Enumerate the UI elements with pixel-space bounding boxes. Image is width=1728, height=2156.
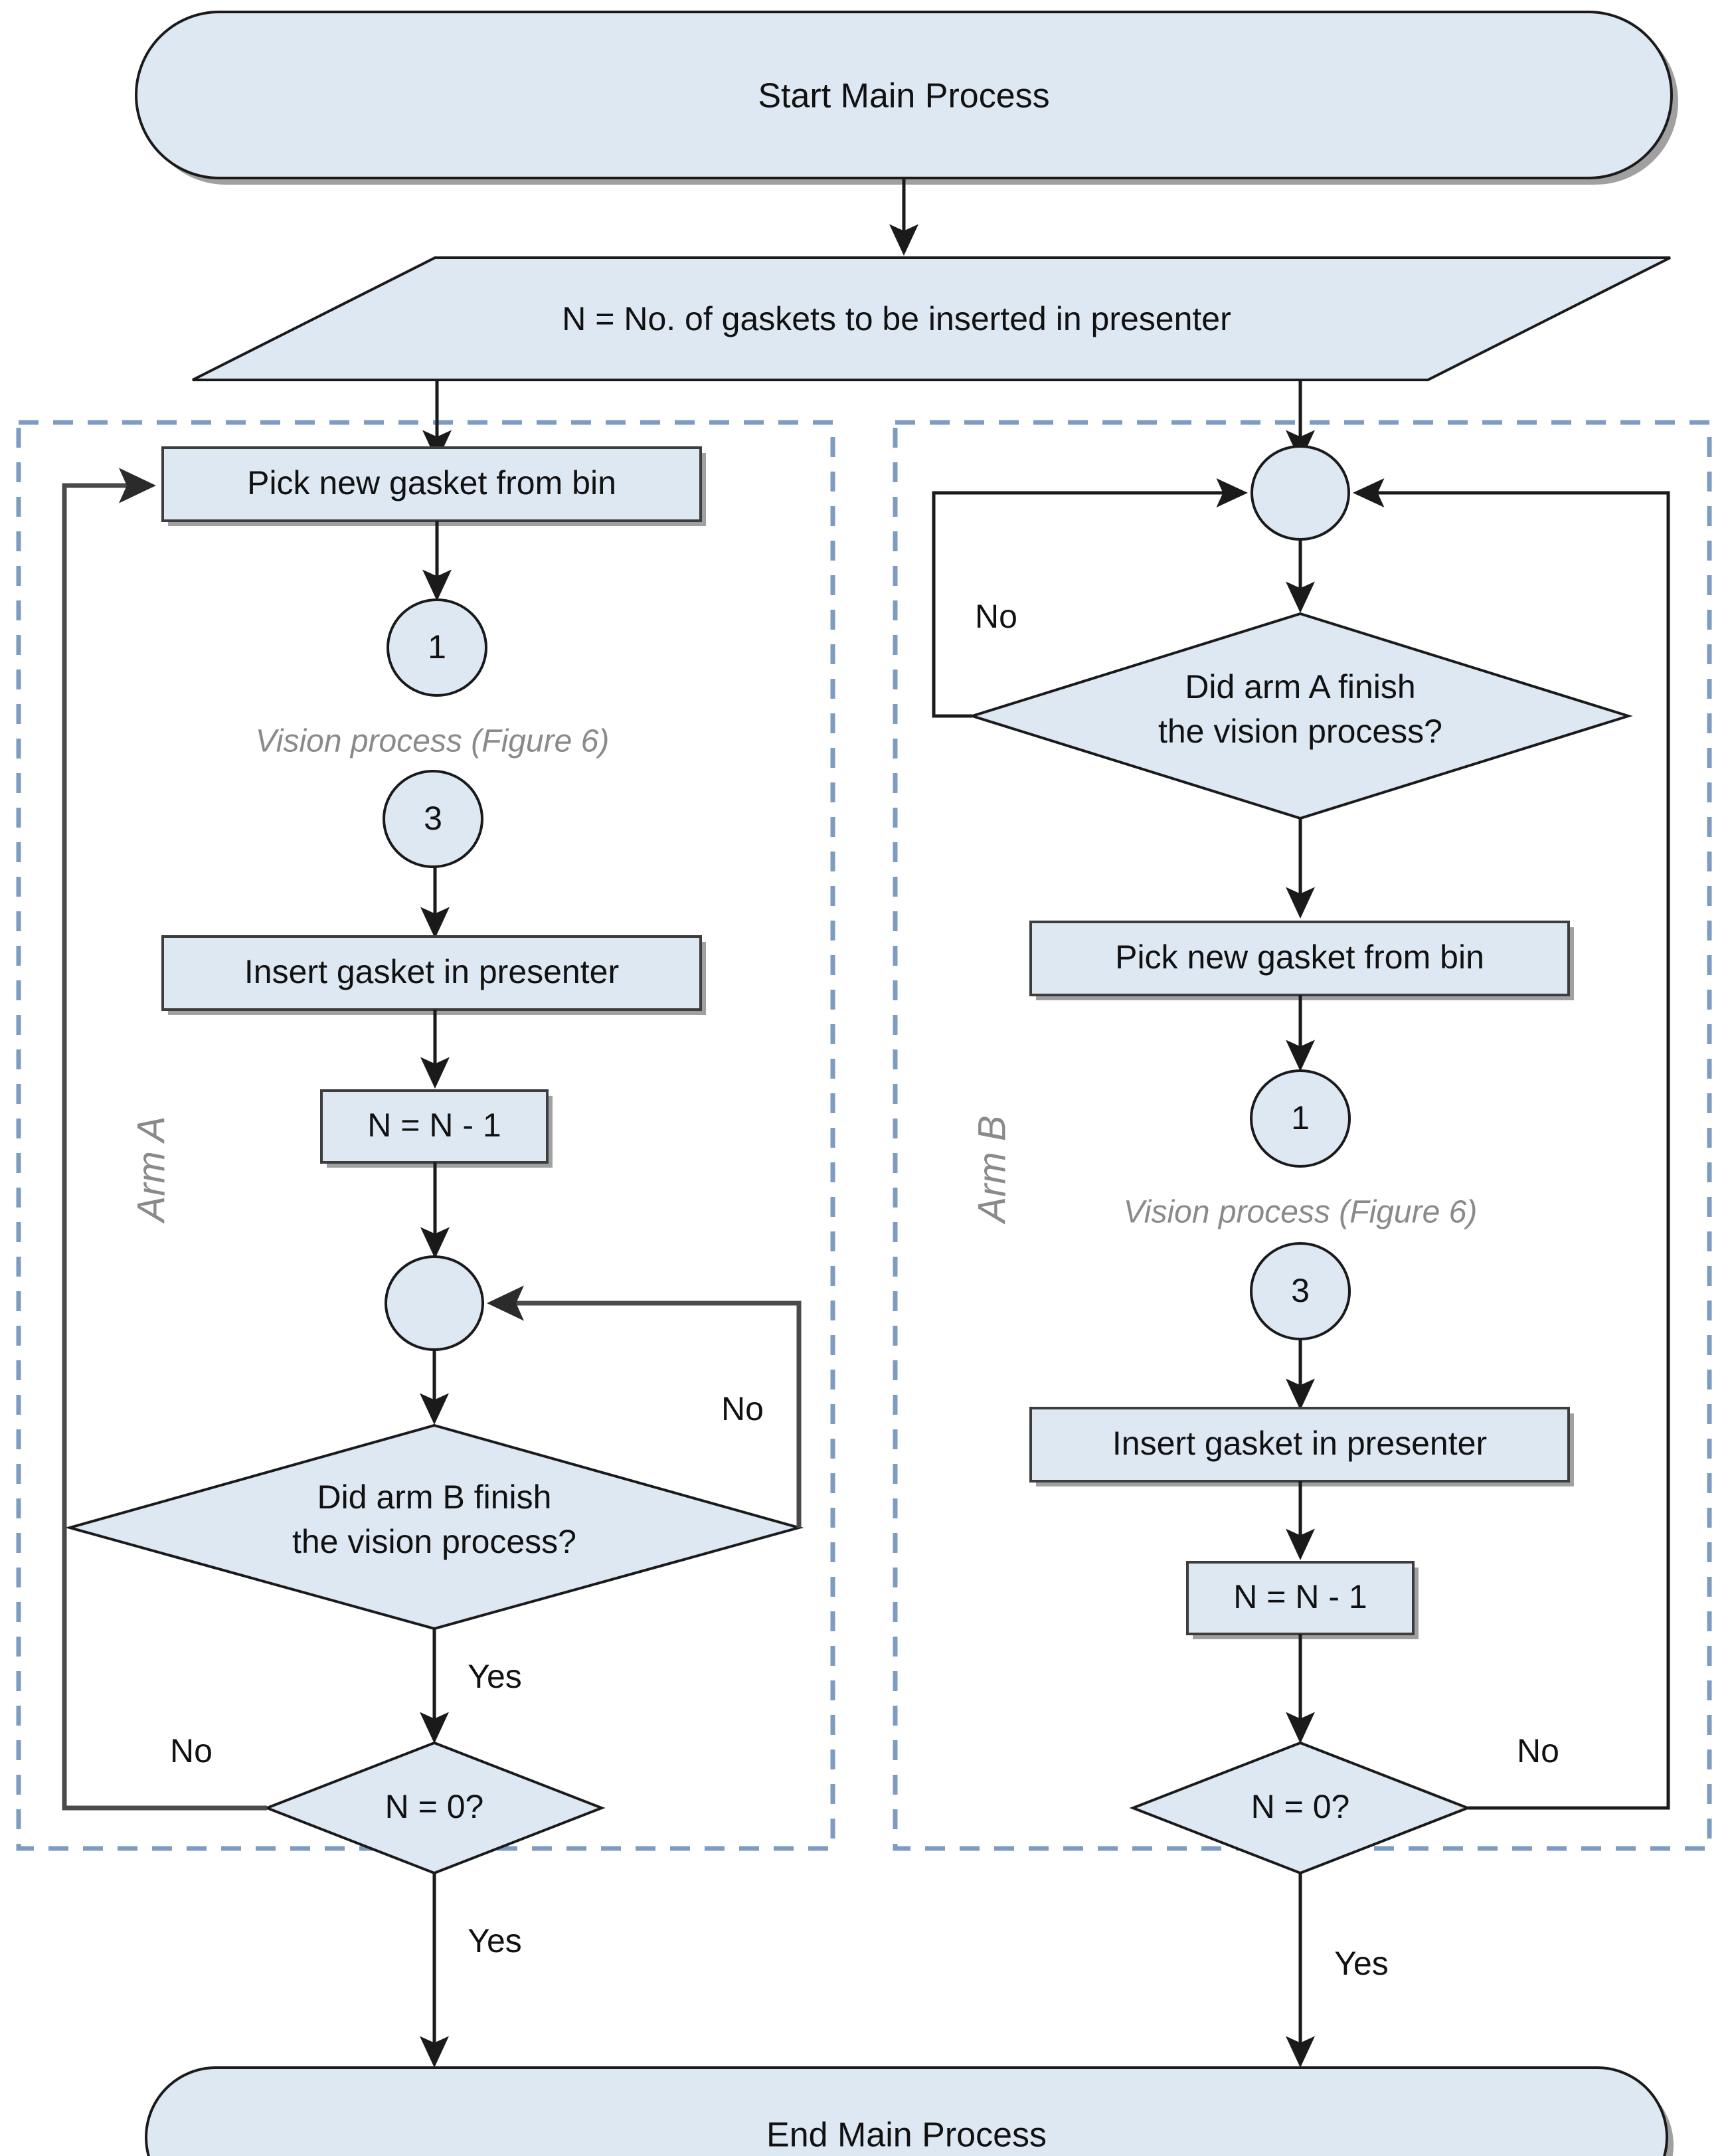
arm-b-count-decision-label: N = 0? [1251,1788,1350,1825]
arm-b-count-no-label: No [1517,1732,1559,1769]
arm-a-sync-decision-line1: Did arm B finish [317,1479,552,1516]
arm-a-pick-gasket-label: Pick new gasket from bin [247,464,616,501]
arm-a-offpage-connector-3[interactable]: 3 [383,770,483,868]
swimlane-arm-a-label: Arm A [130,1117,173,1224]
arm-b-sync-decision-line2: the vision process? [1158,713,1442,750]
arm-a-sync-yes-label: Yes [468,1658,522,1695]
input-parallelogram-label: N = No. of gaskets to be inserted in pre… [562,300,1231,337]
arm-a-merge-circle[interactable] [385,1255,484,1351]
arm-b-vision-process-note: Vision process (Figure 6) [1124,1195,1478,1230]
arm-a-vision-process-note: Vision process (Figure 6) [256,724,610,759]
edge-arm-b-sync-no-loop [932,478,1248,718]
arm-a-sync-decision-diamond[interactable]: Did arm B finish the vision process? [64,1423,804,1631]
arm-b-insert-gasket-label: Insert gasket in presenter [1112,1425,1487,1462]
arm-a-insert-gasket-label: Insert gasket in presenter [244,953,619,990]
arm-a-count-no-label: No [170,1732,213,1769]
arm-b-decrement-label: N = N - 1 [1233,1578,1367,1615]
edge-arm-b-count-no-loop [1353,478,1670,1810]
arm-b-pick-gasket-label: Pick new gasket from bin [1115,939,1484,976]
arm-a-count-decision-diamond[interactable]: N = 0? [263,1741,606,1875]
arm-b-offpage-connector-1[interactable]: 1 [1250,1069,1351,1168]
arm-b-sync-decision-diamond[interactable]: Did arm A finish the vision process? [968,612,1633,820]
edge-arm-a-count-no-loop [62,468,267,1811]
arm-b-pick-gasket-box[interactable]: Pick new gasket from bin [1029,921,1574,1000]
end-terminator[interactable]: End Main Process [145,2066,1674,2156]
swimlane-arm-b-label: Arm B [970,1115,1013,1224]
arm-a-sync-no-label: No [721,1390,764,1427]
arm-a-insert-gasket-box[interactable]: Insert gasket in presenter [161,935,706,1015]
swimlane-arm-b-box [893,420,1712,1851]
arm-b-offpage-connector-1-label: 1 [1291,1099,1310,1136]
arm-b-sync-decision-line1: Did arm A finish [1185,668,1415,705]
end-terminator-label: End Main Process [766,2116,1047,2155]
arm-a-offpage-connector-3-label: 3 [424,800,442,837]
arm-b-merge-circle[interactable] [1251,445,1350,541]
arm-b-insert-gasket-box[interactable]: Insert gasket in presenter [1029,1407,1574,1486]
arm-b-sync-no-label: No [975,598,1017,635]
arm-a-offpage-connector-1-label: 1 [428,628,446,666]
arm-b-offpage-connector-3-label: 3 [1291,1272,1310,1309]
arm-a-count-yes-label: Yes [468,1922,522,1959]
start-terminator[interactable]: Start Main Process [135,11,1678,185]
arm-b-decrement-box[interactable]: N = N - 1 [1186,1561,1419,1639]
arm-b-count-decision-diamond[interactable]: N = 0? [1129,1741,1472,1875]
arm-b-count-yes-label: Yes [1334,1945,1389,1982]
arm-a-pick-gasket-box[interactable]: Pick new gasket from bin [161,446,706,526]
edge-arm-a-sync-no-loop [487,1285,802,1528]
arm-a-decrement-box[interactable]: N = N - 1 [320,1089,553,1168]
input-parallelogram[interactable]: N = No. of gaskets to be inserted in pre… [192,256,1671,381]
swimlane-arm-a-box [16,420,835,1851]
arm-b-offpage-connector-3[interactable]: 3 [1250,1242,1351,1340]
start-terminator-label: Start Main Process [758,77,1049,116]
arm-a-count-decision-label: N = 0? [385,1788,484,1825]
arm-a-offpage-connector-1[interactable]: 1 [387,598,487,697]
arm-a-sync-decision-line2: the vision process? [292,1523,576,1560]
arm-a-decrement-label: N = N - 1 [367,1107,501,1144]
